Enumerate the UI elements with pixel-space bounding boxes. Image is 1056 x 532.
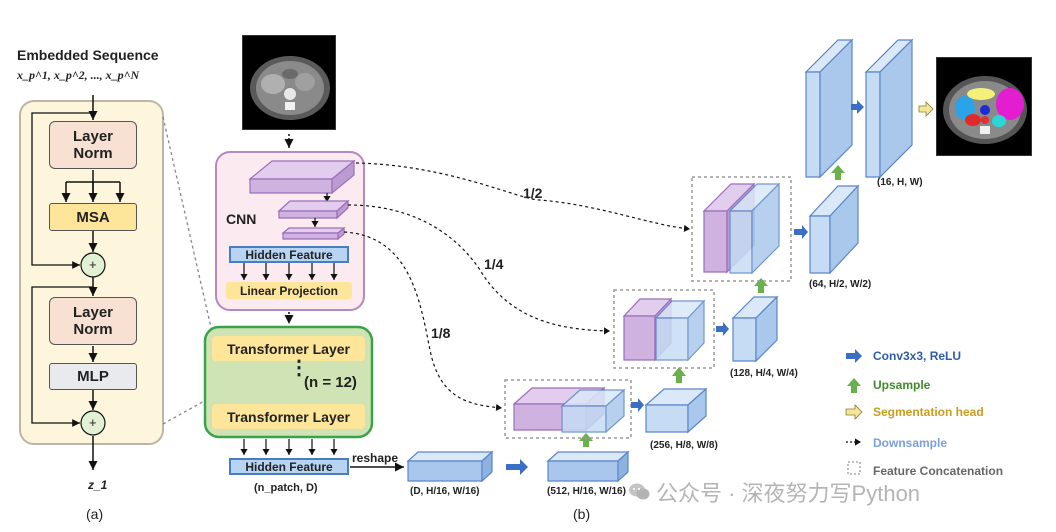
skip-label-1-2: 1/2 <box>523 185 543 201</box>
hidden-feature-bottom: Hidden Feature <box>229 458 349 475</box>
legend-seg-head-icon <box>845 404 863 420</box>
up-feature-1-8 <box>560 388 626 434</box>
transformer-layer-top: Transformer Layer <box>212 336 365 361</box>
feature-block-d <box>406 450 494 483</box>
plus-label-2: + <box>89 415 97 430</box>
segmentation-image <box>936 57 1032 156</box>
layer-norm-2: Layer Norm <box>49 297 137 345</box>
legend-downsample-label: Downsample <box>873 436 948 450</box>
concat-box-1-4 <box>613 289 715 369</box>
caption-b: (b) <box>573 506 591 522</box>
shape-128-label: (128, H/4, W/4) <box>730 368 798 379</box>
cnn-label: CNN <box>226 211 257 227</box>
reshape-label: reshape <box>352 451 399 465</box>
up-feature-1-2 <box>728 182 781 275</box>
linear-projection: Linear Projection <box>226 282 352 299</box>
legend-concat-icon <box>847 461 861 475</box>
skip-label-1-4: 1/4 <box>484 256 504 272</box>
legend-seg-head-label: Segmentation head <box>873 405 984 419</box>
msa-block: MSA <box>49 203 137 231</box>
embedded-sequence-title: Embedded Sequence <box>17 47 159 63</box>
plus-icon <box>80 252 106 278</box>
transformer-layer-bottom: Transformer Layer <box>212 404 365 429</box>
feature-block-256 <box>644 387 708 434</box>
concat-box-1-8 <box>504 379 632 439</box>
segmentation-head-arrow <box>918 101 934 117</box>
legend-conv-label: Conv3x3, ReLU <box>873 349 962 363</box>
cnn-feature-slab-1 <box>248 159 356 195</box>
shape-d-label: (D, H/16, W/16) <box>410 486 480 497</box>
caption-a: (a) <box>86 506 104 522</box>
hidden-feature-top: Hidden Feature <box>229 246 349 263</box>
ct-scan-image <box>242 35 336 130</box>
hidden-feature-shape: (n_patch, D) <box>254 482 318 494</box>
feature-block-512 <box>546 450 630 483</box>
feature-block-64 <box>808 184 860 275</box>
watermark-text: 公众号 · 深夜努力写Python <box>656 481 921 506</box>
sequence-text: x_p^1, x_p^2, ..., x_p^N <box>17 68 140 82</box>
transformer-count: (n = 12) <box>304 374 357 391</box>
mlp-block: MLP <box>49 363 137 390</box>
feature-block-16-left <box>804 38 854 179</box>
embedded-sequence-formula: x_p^1, x_p^2, ..., x_p^N <box>17 67 139 84</box>
layer-norm-1: Layer Norm <box>49 121 137 169</box>
cnn-feature-slab-2 <box>277 199 350 220</box>
legend-conv-icon <box>846 349 862 363</box>
feature-block-16-right <box>864 38 914 179</box>
skip-label-1-8: 1/8 <box>431 325 451 341</box>
shape-16-label: (16, H, W) <box>877 177 923 188</box>
wechat-icon <box>628 482 650 502</box>
shape-256-label: (256, H/8, W/8) <box>650 440 718 451</box>
legend-concat-label: Feature Concatenation <box>873 464 1004 478</box>
plus-icon <box>80 410 106 436</box>
up-feature-1-4 <box>654 299 706 362</box>
feature-block-128 <box>731 295 779 363</box>
watermark: 公众号 · 深夜努力写Python <box>628 476 920 508</box>
plus-label-1: + <box>89 257 97 272</box>
concat-box-1-2 <box>691 176 792 282</box>
shape-512-label: (512, H/16, W/16) <box>547 486 626 497</box>
legend-upsample-label: Upsample <box>873 378 931 392</box>
output-z1: z_1 <box>88 478 108 492</box>
shape-64-label: (64, H/2, W/2) <box>809 279 872 290</box>
cnn-feature-slab-3 <box>281 226 346 241</box>
transformer-dots: ⋮ <box>289 357 309 379</box>
legend-upsample-icon <box>847 378 861 393</box>
